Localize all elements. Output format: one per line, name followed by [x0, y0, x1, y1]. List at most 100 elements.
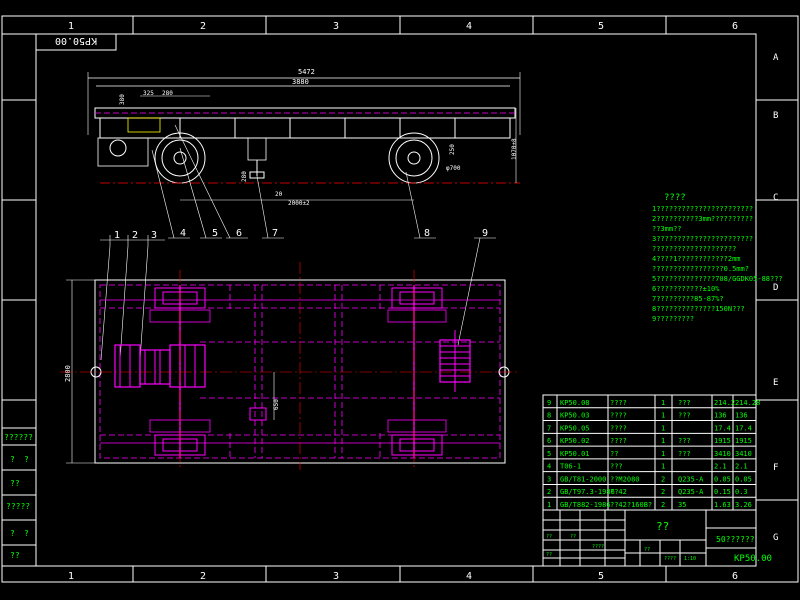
- side-mark: ?: [24, 529, 29, 538]
- grid-row-label: A: [773, 53, 779, 63]
- notes-heading: ????: [664, 193, 686, 203]
- grid-col-label: 1: [68, 21, 74, 32]
- wheel-assembly: [391, 434, 443, 456]
- parts-cell-mat: ???: [678, 399, 691, 407]
- side-mark: ?????: [6, 502, 30, 511]
- grid-col-label: 2: [200, 571, 206, 582]
- parts-cell-w1: 0.05: [714, 475, 731, 483]
- dim-380: 380: [119, 94, 126, 105]
- technical-notes: ???? 1??????????????????????? 2?????????…: [652, 193, 783, 323]
- grid-row-label: E: [773, 378, 778, 388]
- parts-cell-name: ??: [610, 450, 618, 458]
- parts-cell-mat: ???: [678, 437, 691, 445]
- tb-cell: ??: [644, 547, 650, 553]
- tb-cell: ??: [546, 552, 552, 558]
- note-line: 3???????????????????????: [652, 235, 753, 243]
- parts-cell-no: 1: [547, 501, 551, 509]
- grid-col-label: 6: [732, 21, 738, 32]
- grid-row-label: B: [773, 111, 778, 121]
- balloon-4: 4: [180, 228, 186, 239]
- parts-cell-mat: ???: [678, 450, 691, 458]
- parts-cell-w1: 17.4: [714, 424, 731, 432]
- plan-view: 2800: [60, 262, 520, 470]
- dim-20: 20: [275, 191, 283, 198]
- parts-cell-w2: 1915: [735, 437, 752, 445]
- parts-cell-w1: 1.63: [714, 501, 731, 509]
- parts-cell-name: ????: [610, 412, 627, 420]
- balloon-2: 2: [132, 230, 138, 241]
- note-line: 5??????????????708/GGDK05-88???: [652, 275, 783, 283]
- grid-col-label: 2: [200, 21, 206, 32]
- note-line: 7?????????85-87%?: [652, 295, 724, 303]
- parts-cell-code: KP50.05: [560, 424, 590, 432]
- parts-cell-qty: 2: [661, 488, 665, 496]
- balloon-5: 5: [212, 228, 218, 239]
- parts-cell-w1: 0.15: [714, 488, 731, 496]
- drawing-number: KP50.00: [734, 554, 772, 564]
- parts-cell-name: ???: [610, 463, 623, 471]
- grid-col-label: 4: [466, 571, 472, 582]
- parts-cell-mat: 35: [678, 501, 686, 509]
- parts-cell-code: GB/T97.3-1986: [560, 488, 615, 496]
- parts-cell-qty: 1: [661, 463, 665, 471]
- title-cell: ??: [656, 520, 669, 533]
- balloon-6: 6: [236, 228, 242, 239]
- parts-cell-no: 7: [547, 424, 551, 432]
- dim-280: 280: [162, 90, 173, 97]
- tb-cell: ????: [664, 556, 676, 562]
- parts-cell-w2: 0.3: [735, 488, 748, 496]
- balloon-8: 8: [424, 228, 430, 239]
- dim-325: 325: [143, 90, 154, 97]
- parts-cell-w2: 3410: [735, 450, 752, 458]
- side-mark: ??????: [4, 433, 33, 442]
- parts-cell-no: 9: [547, 399, 551, 407]
- left-end-housing: [97, 137, 149, 167]
- note-line: 2??????????3mm??????????: [652, 215, 753, 223]
- parts-cell-qty: 1: [661, 424, 665, 432]
- balloon-9: 9: [482, 228, 488, 239]
- grid-col-label: 4: [466, 21, 472, 32]
- parts-cell-w2: 136: [735, 412, 748, 420]
- dim-overall-length: 5472: [298, 68, 315, 76]
- parts-cell-w1: 214.2: [714, 399, 735, 407]
- bracket: [127, 117, 161, 133]
- dim-height: 1070±8: [511, 138, 518, 160]
- parts-cell-name: ??42: [610, 488, 627, 496]
- wheel-assembly: [154, 287, 206, 309]
- balloon-3: 3: [151, 230, 157, 241]
- frame-beam: [99, 117, 511, 139]
- parts-cell-code: KP50.02: [560, 437, 590, 445]
- grid-rows-left: [2, 99, 36, 401]
- dim-wheel-dia: φ700: [446, 165, 461, 172]
- dim-width: 2800: [64, 365, 72, 382]
- parts-cell-mat: ???: [678, 412, 691, 420]
- wheel-assembly: [391, 287, 443, 309]
- side-mark: ??: [10, 551, 20, 560]
- note-line: ????????????????????: [652, 245, 736, 253]
- parts-cell-code: KP50.03: [560, 412, 590, 420]
- grid-row-label: G: [773, 533, 778, 543]
- parts-cell-mat: Q235-A: [678, 475, 704, 483]
- grid-col-label: 1: [68, 571, 74, 582]
- motor: [114, 344, 141, 388]
- parts-cell-no: 4: [547, 463, 551, 471]
- parts-cell-code: KP50.08: [560, 399, 590, 407]
- note-line: 1???????????????????????: [652, 205, 753, 213]
- parts-cell-code: T06-1: [560, 463, 581, 471]
- parts-cell-qty: 1: [661, 437, 665, 445]
- parts-cell-qty: 1: [661, 450, 665, 458]
- collector-plan: [249, 407, 267, 421]
- parts-cell-w1: 2.1: [714, 463, 727, 471]
- side-view: 5472 3880 325 280 380: [87, 68, 521, 207]
- parts-cell-name: ??42?160B?: [610, 501, 652, 509]
- parts-cell-no: 6: [547, 437, 551, 445]
- grid-columns-top: 1 2 3 4 5 6: [2, 16, 756, 35]
- parts-cell-w2: 2.1: [735, 463, 748, 471]
- grid-rows-right: A B C D E F G: [755, 34, 798, 566]
- parts-cell-no: 8: [547, 412, 551, 420]
- title-block: ?? 50?????? KP50.00 ?? ?? ???? ?? 1:10 ?…: [542, 509, 772, 567]
- note-line: 6???????????±10%: [652, 285, 720, 293]
- grid-col-label: 6: [732, 571, 738, 582]
- parts-cell-name: ????: [610, 437, 627, 445]
